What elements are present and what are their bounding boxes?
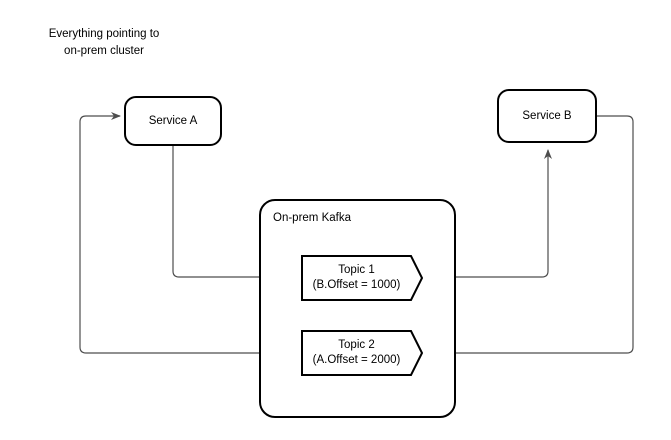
edge-service-a-to-topic1 — [172, 146, 298, 281]
topic-1-detail: (B.Offset = 1000) — [312, 279, 401, 291]
edge-topic2-to-service-a — [79, 112, 301, 354]
service-a-label: Service A — [148, 114, 198, 127]
edge-service-b-to-topic2 — [429, 115, 634, 357]
service-b-label: Service B — [522, 109, 572, 122]
diagram-caption: Everything pointing to on-prem cluster — [48, 28, 160, 57]
topic-2-shape-outline — [301, 330, 423, 376]
node-topic-2[interactable]: Topic 2 (A.Offset = 2000) — [301, 330, 423, 376]
node-service-a[interactable]: Service A — [124, 96, 222, 146]
edge-topic1-to-service-b — [422, 149, 552, 278]
topic-1-shape-outline — [301, 255, 423, 301]
node-topic-1[interactable]: Topic 1 (B.Offset = 1000) — [301, 255, 423, 301]
node-service-b[interactable]: Service B — [497, 89, 597, 143]
topic-2-name: Topic 2 — [338, 339, 375, 352]
kafka-cluster-label: On-prem Kafka — [273, 212, 351, 224]
topic-1-text: Topic 1 (B.Offset = 1000) — [301, 255, 412, 301]
kafka-cluster-container[interactable]: On-prem Kafka — [259, 199, 456, 418]
topic-2-text: Topic 2 (A.Offset = 2000) — [301, 330, 412, 376]
topic-2-detail: (A.Offset = 2000) — [312, 354, 401, 366]
topic-1-name: Topic 1 — [338, 264, 375, 277]
